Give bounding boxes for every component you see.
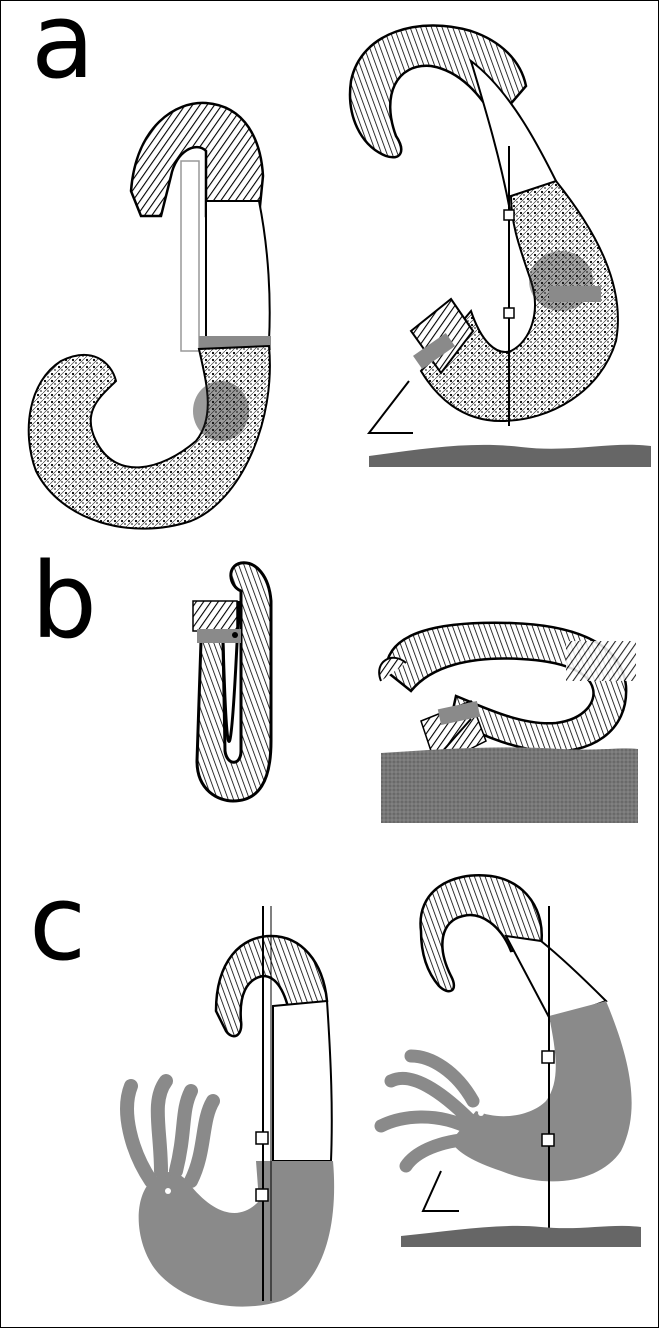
panel-c-left-organism [127, 906, 334, 1307]
panel-b-right-organism [379, 623, 638, 823]
panel-b-left-organism [193, 563, 271, 801]
panel-c-right-organism [381, 875, 641, 1247]
panel-a-right-organism [350, 25, 651, 467]
panel-a-left-organism [29, 103, 271, 529]
